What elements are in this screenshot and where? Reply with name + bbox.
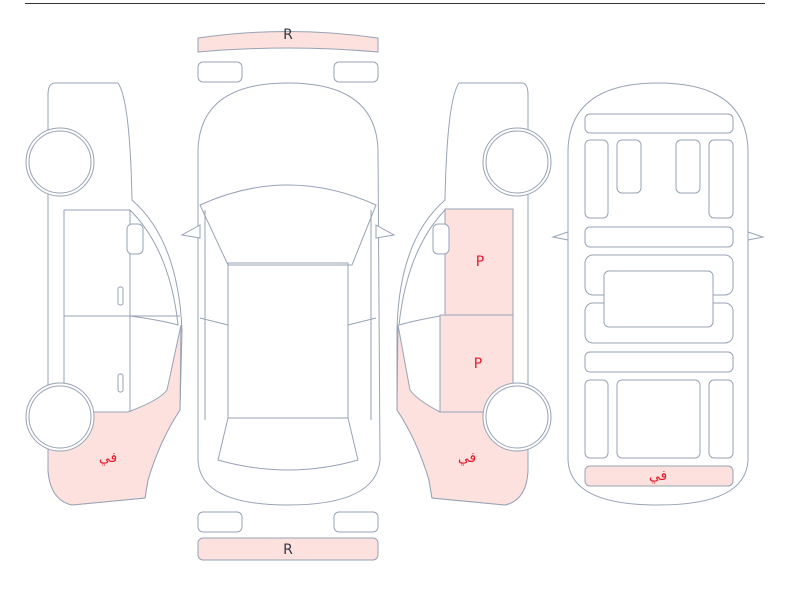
left-rear-label: في: [99, 450, 117, 466]
front-wheel: [25, 127, 95, 197]
door-handle: [117, 286, 124, 306]
interior-rear-panel[interactable]: [584, 465, 734, 487]
headlight-left: [197, 61, 243, 83]
left-rear-panel[interactable]: [47, 324, 182, 506]
rear-wheel: [25, 382, 95, 452]
rear-bumper[interactable]: [197, 537, 379, 561]
rear-bumper-label: R: [283, 542, 293, 558]
right-side-view: P P في: [396, 82, 552, 506]
right-rear-panel[interactable]: [396, 324, 529, 506]
front-bumper-label: R: [283, 27, 293, 43]
right-rear-door-label: P: [474, 356, 482, 372]
left-mirror: [126, 223, 144, 255]
right-mirror: [432, 223, 450, 255]
headlight-right: [333, 61, 379, 83]
mirror-right: [375, 224, 396, 239]
rear-wheel: [482, 382, 552, 452]
left-side-view: في: [25, 82, 183, 506]
interior-rear-label: في: [649, 468, 667, 484]
front-wheel: [482, 127, 552, 197]
door-handle: [117, 373, 124, 393]
taillight-left: [197, 511, 243, 533]
right-rear-label: في: [458, 450, 476, 466]
mirror-left: [180, 224, 201, 239]
interior-view: في: [551, 82, 765, 506]
top-view: R R: [180, 27, 396, 561]
right-front-door[interactable]: [444, 208, 514, 316]
front-bumper[interactable]: [197, 31, 379, 53]
right-front-door-label: P: [476, 254, 484, 270]
taillight-right: [333, 511, 379, 533]
